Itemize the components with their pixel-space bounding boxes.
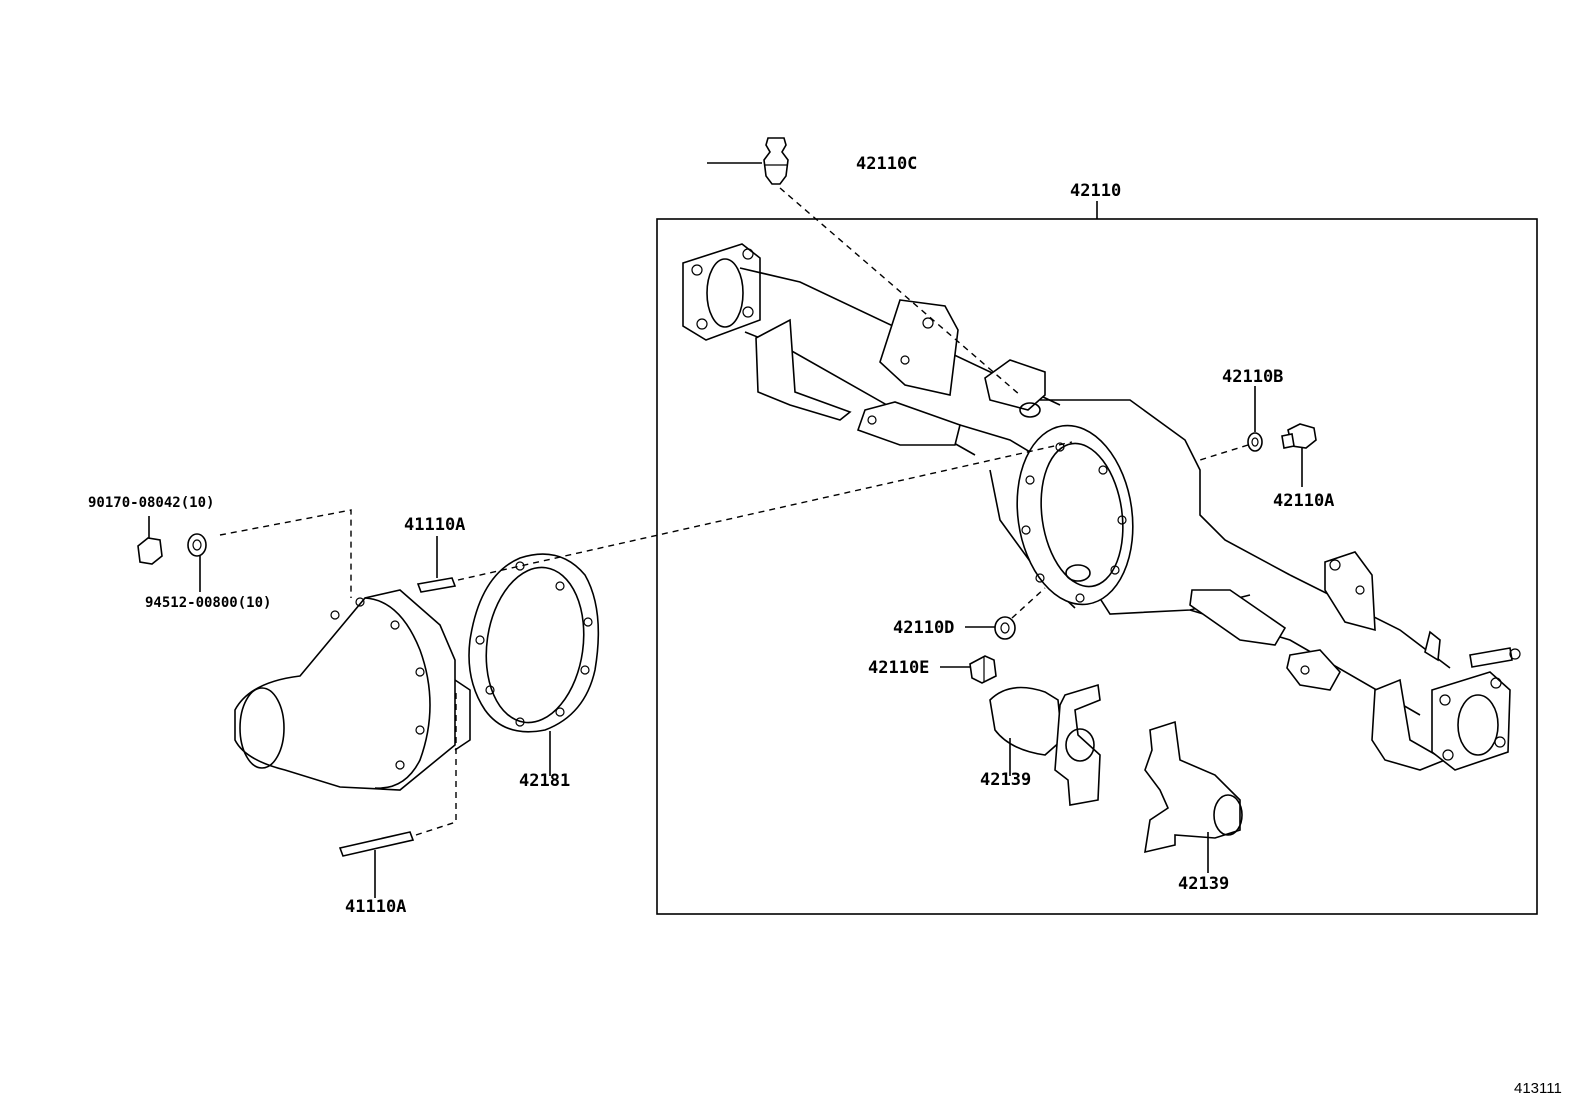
stud-41110A-top [416,577,457,593]
dashed-washer-to-cover [219,509,352,598]
label-90170-08042: 90170-08042(10) [88,495,214,511]
axle-housing-drawing [682,243,1521,771]
dashed-42110C-to-bracket [779,187,1021,396]
label-42110C: 42110C [856,154,917,174]
label-42139-b: 42139 [1178,874,1229,894]
label-42139-a: 42139 [980,770,1031,790]
label-41110A-top: 41110A [404,515,465,535]
washer-42110B [1247,432,1263,452]
carrier-cover-drawing [234,589,471,791]
protector-42139-a [989,683,1101,806]
gasket-42110D [994,616,1016,640]
dashed-42110D-to-housing [1011,587,1046,619]
washer-94512-00800 [187,533,207,557]
label-42110E: 42110E [868,658,929,678]
nut-90170-08042 [137,537,163,565]
label-42181: 42181 [519,771,570,791]
plug-42110E [969,655,997,684]
label-42110: 42110 [1070,181,1121,201]
breather-plug-42110C [763,137,789,185]
figure-id: 413111 [1514,1080,1562,1097]
stud-41110A-bottom [338,831,415,857]
label-42110D: 42110D [893,618,954,638]
gasket-42181 [468,553,600,733]
dashed-stud-bottom [415,690,457,836]
protector-42139-b [1144,720,1243,854]
label-41110A-bottom: 41110A [345,897,406,917]
label-94512-00800: 94512-00800(10) [145,595,271,611]
dashed-42110B-to-housing [1199,444,1249,461]
dashed-stud-to-housing [457,441,1073,581]
label-42110A: 42110A [1273,491,1334,511]
label-42110B: 42110B [1222,367,1283,387]
